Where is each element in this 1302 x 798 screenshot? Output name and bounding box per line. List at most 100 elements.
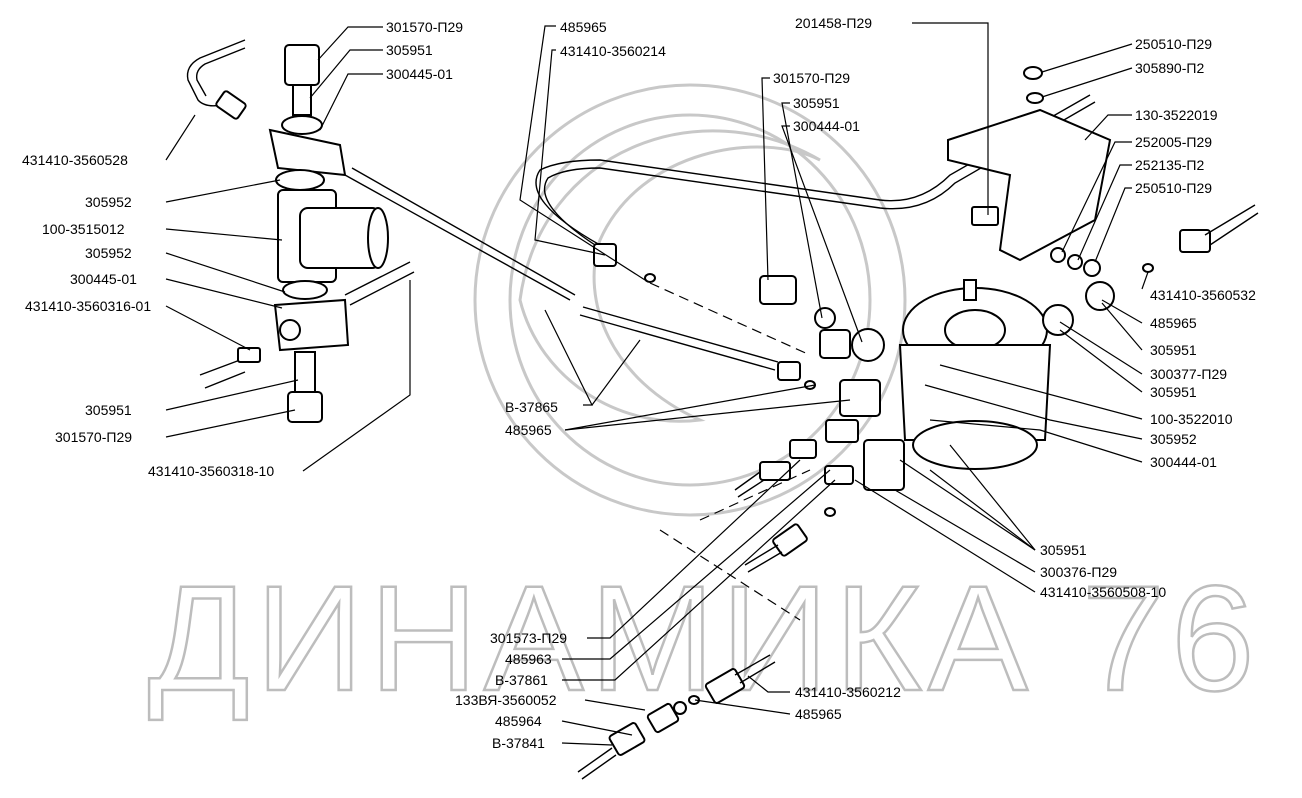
banjo-bottom-hole bbox=[279, 319, 301, 341]
centerline-c bbox=[699, 469, 811, 521]
bolt-head-top bbox=[284, 44, 320, 86]
fitting-j bbox=[772, 523, 808, 557]
fitting-l bbox=[646, 702, 680, 734]
part-labels: 301570-П29 305951 300445-01 485965 43141… bbox=[22, 15, 1256, 751]
label-b-37865: В-37865 bbox=[505, 399, 558, 415]
banjo-top bbox=[268, 128, 347, 177]
label-485965-top: 485965 bbox=[560, 19, 607, 35]
fitting-i bbox=[777, 361, 801, 381]
watermark-logo-swirl bbox=[518, 129, 821, 423]
label-201458: 201458-П29 bbox=[795, 15, 872, 31]
label-b-37841: В-37841 bbox=[492, 735, 545, 751]
label-431410-3560212: 431410-3560212 bbox=[795, 684, 901, 700]
bracket-assembly bbox=[947, 66, 1112, 277]
label-133vya: 133ВЯ-3560052 bbox=[455, 692, 557, 708]
watermark-logo-ring-inner bbox=[508, 113, 872, 487]
label-485964: 485964 bbox=[495, 713, 542, 729]
pipe-left-out bbox=[199, 359, 246, 389]
bracket bbox=[947, 108, 1112, 262]
label-305951-top: 305951 bbox=[386, 42, 433, 58]
label-300444-r: 300444-01 bbox=[1150, 454, 1217, 470]
label-305951-r2: 305951 bbox=[1150, 384, 1197, 400]
label-305951-mid: 305951 bbox=[793, 95, 840, 111]
watermark-logo-ring bbox=[473, 83, 907, 517]
tube-long-loop-inner bbox=[543, 101, 1096, 253]
label-300445-top: 300445-01 bbox=[386, 66, 453, 82]
label-431410-3560316: 431410-3560316-01 bbox=[25, 298, 151, 314]
bolt-head-bottom bbox=[287, 391, 323, 423]
pipe-right-out bbox=[344, 261, 415, 306]
label-305952-r: 305952 bbox=[1150, 431, 1197, 447]
tube-stub-j bbox=[744, 544, 783, 573]
label-301570-top: 301570-П29 bbox=[386, 19, 463, 35]
label-300445-b: 300445-01 bbox=[70, 271, 137, 287]
label-485965-r: 485965 bbox=[1150, 315, 1197, 331]
fitting-e bbox=[789, 439, 817, 459]
label-250510-a: 250510-П29 bbox=[1135, 36, 1212, 52]
fitting-right bbox=[1179, 229, 1211, 253]
label-301573: 301573-П29 bbox=[490, 630, 567, 646]
bolt-c bbox=[759, 275, 797, 305]
label-305890: 305890-П2 bbox=[1135, 60, 1204, 76]
fitting-g bbox=[824, 465, 854, 485]
seal-ring-b bbox=[282, 280, 328, 300]
o-ring-g bbox=[824, 507, 836, 517]
bolt-shank-bottom bbox=[294, 351, 316, 393]
left-valve-assembly bbox=[186, 39, 415, 423]
brake-valve-stud bbox=[963, 279, 977, 301]
label-130-3522019: 130-3522019 bbox=[1135, 107, 1218, 123]
brake-valve-body bbox=[898, 344, 1052, 441]
fitting-k bbox=[704, 668, 746, 704]
label-300376: 300376-П29 bbox=[1040, 564, 1117, 580]
fitting-m bbox=[608, 722, 646, 756]
label-431410-3560318: 431410-3560318-10 bbox=[148, 463, 274, 479]
label-252135: 252135-П2 bbox=[1135, 157, 1204, 173]
banjo-d bbox=[839, 379, 881, 417]
tube-right bbox=[1204, 204, 1259, 246]
label-485963: 485963 bbox=[505, 651, 552, 667]
valve-cap bbox=[367, 207, 389, 269]
label-250510-b: 250510-П29 bbox=[1135, 180, 1212, 196]
seal-ring-e bbox=[1085, 281, 1115, 311]
label-301570-left: 301570-П29 bbox=[55, 429, 132, 445]
brake-valve-base bbox=[912, 420, 1038, 470]
label-305951-r1: 305951 bbox=[1150, 342, 1197, 358]
tube-upper-diagonal bbox=[344, 167, 576, 301]
label-431410-3560214: 431410-3560214 bbox=[560, 43, 666, 59]
label-301570-mid: 301570-П29 bbox=[773, 70, 850, 86]
fitting-d bbox=[825, 419, 859, 443]
label-252005: 252005-П29 bbox=[1135, 134, 1212, 150]
pipe-top-left bbox=[186, 39, 246, 107]
bottom-fitting-chain bbox=[577, 523, 808, 780]
washer-top bbox=[281, 115, 323, 135]
bolt-shank-top bbox=[292, 84, 312, 116]
seal-k bbox=[673, 701, 687, 715]
label-100-3522010: 100-3522010 bbox=[1150, 411, 1233, 427]
label-100-3515012: 100-3515012 bbox=[42, 221, 125, 237]
tube-lower-diagonal bbox=[579, 306, 779, 371]
washer-bracket-a bbox=[1050, 247, 1066, 263]
label-485965-c: 485965 bbox=[505, 422, 552, 438]
nut-bracket bbox=[1083, 259, 1101, 277]
label-305951-r3: 305951 bbox=[1040, 542, 1087, 558]
washer-bracket bbox=[1026, 92, 1044, 104]
label-431410-3560528: 431410-3560528 bbox=[22, 152, 128, 168]
label-305952-a: 305952 bbox=[85, 194, 132, 210]
banjo-e bbox=[863, 439, 905, 491]
tube-long-loop bbox=[535, 94, 1091, 246]
tube-stub-k bbox=[734, 654, 776, 684]
o-ring-right bbox=[1142, 263, 1154, 273]
seal-ring-a bbox=[275, 169, 325, 191]
label-305952-b: 305952 bbox=[85, 245, 132, 261]
banjo-c bbox=[819, 329, 851, 359]
label-300444-mid: 300444-01 bbox=[793, 118, 860, 134]
fitting-top-left bbox=[215, 90, 247, 120]
label-305951-left: 305951 bbox=[85, 402, 132, 418]
tube-stub-m bbox=[577, 747, 617, 780]
fitting-left-out bbox=[237, 347, 261, 363]
tube-stub-f bbox=[734, 471, 765, 498]
brake-valve bbox=[593, 204, 1259, 517]
fitting-f bbox=[759, 461, 791, 481]
seal-ring-f bbox=[814, 307, 836, 329]
